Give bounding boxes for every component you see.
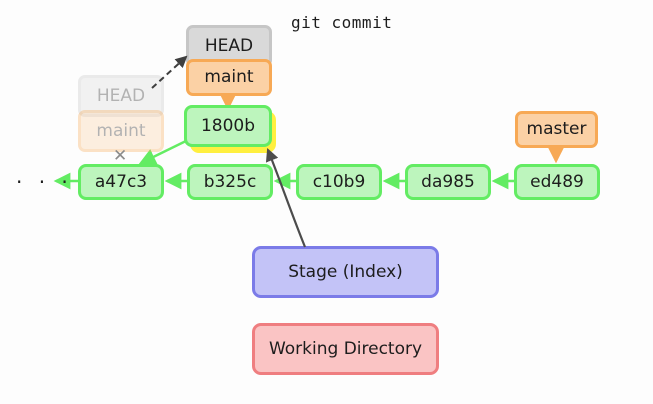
maint-ref-current[interactable]: maint <box>186 59 272 96</box>
maint-ref-current-label: maint <box>204 67 254 87</box>
older-history-ellipsis: · · · <box>16 170 73 194</box>
master-ref[interactable]: master <box>515 111 598 148</box>
commit-label-1800b: 1800b <box>200 115 256 136</box>
stage-index-box[interactable]: Stage (Index) <box>252 246 439 298</box>
working-directory-label: Working Directory <box>268 338 423 359</box>
commit-label-ed489: ed489 <box>530 171 584 192</box>
commit-node-1800b[interactable]: 1800b <box>184 105 272 147</box>
commit-node-c10b9[interactable]: c10b9 <box>296 164 382 200</box>
master-ref-label: master <box>526 119 587 139</box>
commit-label-a47c3: a47c3 <box>94 171 148 192</box>
maint-ref-previous-label: maint <box>96 120 146 141</box>
maint-ref-previous: maint <box>78 110 164 152</box>
page-title: git commit <box>291 13 393 32</box>
head-ref-previous: HEAD <box>78 75 164 117</box>
discarded-ref-x-icon: ✕ <box>113 146 128 166</box>
head-ref-current-label: HEAD <box>204 35 254 56</box>
commit-node-da985[interactable]: da985 <box>405 164 491 200</box>
commit-node-a47c3[interactable]: a47c3 <box>78 164 164 200</box>
commit-label-c10b9: c10b9 <box>312 171 366 192</box>
working-directory-box[interactable]: Working Directory <box>252 323 439 375</box>
commit-label-b325c: b325c <box>203 171 257 192</box>
commit-node-ed489[interactable]: ed489 <box>514 164 600 200</box>
commit-label-da985: da985 <box>421 171 475 192</box>
commit-node-b325c[interactable]: b325c <box>187 164 273 200</box>
stage-index-label: Stage (Index) <box>288 261 403 282</box>
head-ref-previous-label: HEAD <box>96 85 146 106</box>
